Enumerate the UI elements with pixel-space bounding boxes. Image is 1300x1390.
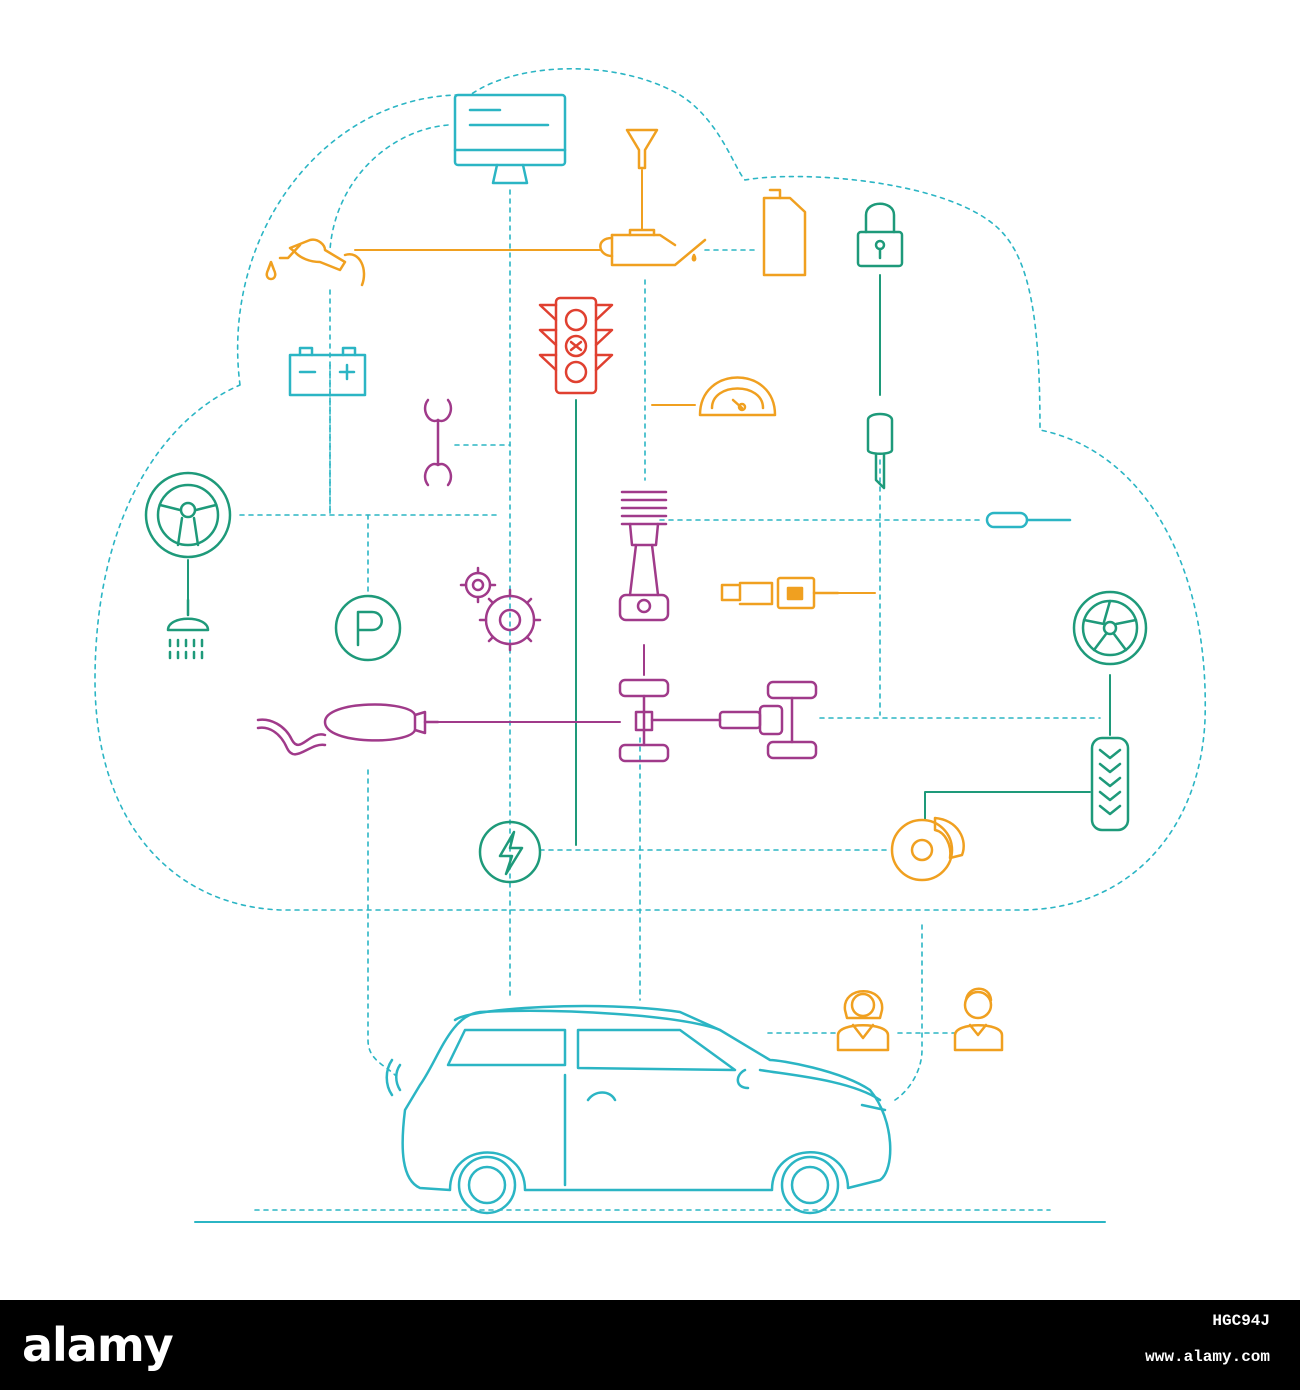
steering-wheel-icon <box>144 471 232 559</box>
brake-disc-icon <box>890 816 965 882</box>
fuel-nozzle-icon <box>265 238 366 287</box>
electric-icon <box>478 820 542 884</box>
car-key-icon <box>866 412 894 490</box>
man-avatar-icon <box>953 987 1004 1052</box>
wrench-icon <box>423 398 453 487</box>
exhaust-icon <box>256 703 440 756</box>
site-url[interactable]: www.alamy.com <box>1145 1348 1270 1366</box>
shower-icon <box>166 598 210 660</box>
magenta-links <box>437 644 645 723</box>
piston-icon <box>618 490 670 622</box>
cloud-outline <box>94 67 1206 911</box>
drivetrain-icon <box>618 678 818 763</box>
battery-icon <box>288 346 367 397</box>
padlock-icon <box>856 202 904 268</box>
connector-lines <box>239 124 1101 1211</box>
car-service-diagram <box>94 67 1206 1223</box>
jerrycan-icon <box>762 188 807 277</box>
tire-icon <box>1090 736 1130 832</box>
oil-can-icon <box>599 228 707 267</box>
brand-logo: alamy <box>22 1318 174 1372</box>
monitor-icon <box>453 93 567 185</box>
car-icon <box>385 1004 892 1215</box>
wheel-rim-icon <box>1072 590 1148 666</box>
traffic-light-icon <box>538 296 614 395</box>
funnel-icon <box>625 128 659 170</box>
footer-bar: alamy HGC94J www.alamy.com <box>0 1300 1300 1390</box>
gears-icon <box>459 566 542 652</box>
dipstick-icon <box>985 511 1072 529</box>
green-links <box>187 274 1111 846</box>
image-id: HGC94J <box>1212 1312 1270 1330</box>
speedometer-icon <box>698 376 777 417</box>
seatbelt-icon <box>720 576 840 610</box>
woman-avatar-icon <box>836 990 890 1052</box>
parking-icon <box>334 594 402 662</box>
orange-links <box>354 169 876 594</box>
